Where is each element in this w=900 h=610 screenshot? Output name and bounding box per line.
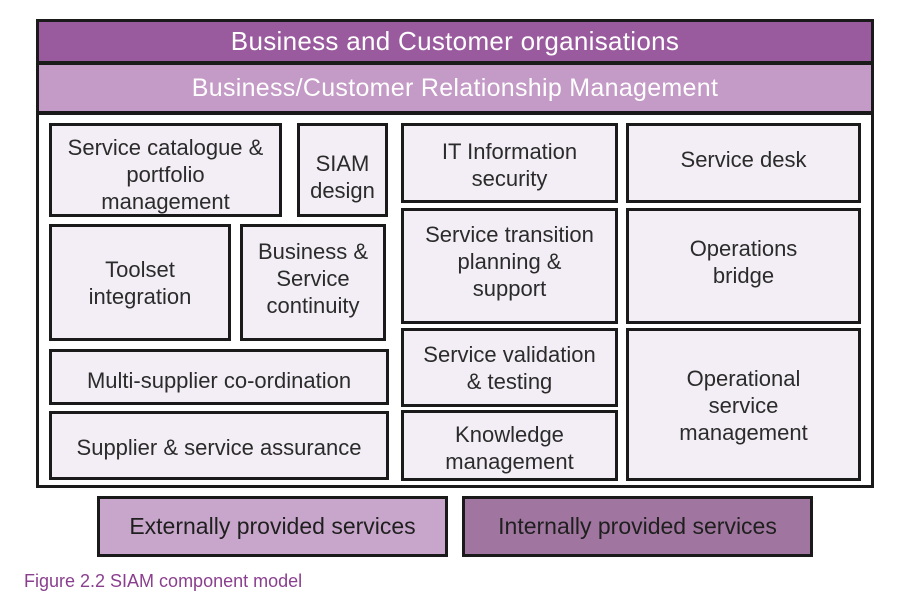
service-catalogue-label: Service catalogue & portfolio management bbox=[67, 135, 264, 214]
business-customer-organisations-label: Business and Customer organisations bbox=[230, 26, 680, 56]
service-validation-label: Service validation & testing bbox=[423, 342, 596, 394]
service-desk-label: Service desk bbox=[680, 147, 807, 172]
business-continuity-label: Business & Service continuity bbox=[257, 239, 369, 318]
it-information-security-label: IT Information security bbox=[441, 139, 578, 191]
operational-service-management-label: Operational service management bbox=[679, 366, 808, 445]
operations-bridge-box: Operations bridge bbox=[626, 208, 861, 324]
internally-provided-services-box: Internally provided services bbox=[462, 496, 813, 557]
externally-provided-services-box: Externally provided services bbox=[97, 496, 448, 557]
knowledge-management-box: Knowledge management bbox=[401, 410, 618, 481]
supplier-assurance-box: Supplier & service assurance bbox=[49, 411, 389, 480]
it-information-security-box: IT Information security bbox=[401, 123, 618, 203]
siam-design-label: SIAM design bbox=[310, 151, 375, 203]
externally-provided-services-label: Externally provided services bbox=[129, 513, 416, 539]
toolset-integration-box: Toolset integration bbox=[49, 224, 231, 341]
siam-design-box: SIAM design bbox=[297, 123, 388, 217]
service-desk-box: Service desk bbox=[626, 123, 861, 203]
service-transition-label: Service transition planning & support bbox=[425, 222, 594, 301]
service-catalogue-box: Service catalogue & portfolio management bbox=[49, 123, 282, 217]
service-transition-box: Service transition planning & support bbox=[401, 208, 618, 324]
supplier-assurance-label: Supplier & service assurance bbox=[76, 435, 362, 460]
knowledge-management-label: Knowledge management bbox=[445, 422, 574, 474]
multi-supplier-box: Multi-supplier co-ordination bbox=[49, 349, 389, 405]
internally-provided-services-label: Internally provided services bbox=[498, 513, 777, 539]
operations-bridge-label: Operations bridge bbox=[689, 236, 798, 288]
relationship-management-label: Business/Customer Relationship Managemen… bbox=[191, 73, 719, 102]
figure-caption: Figure 2.2 SIAM component model bbox=[24, 571, 303, 591]
multi-supplier-label: Multi-supplier co-ordination bbox=[86, 368, 352, 393]
relationship-management-band: Business/Customer Relationship Managemen… bbox=[36, 62, 874, 114]
business-customer-organisations-band: Business and Customer organisations bbox=[36, 19, 874, 64]
business-continuity-box: Business & Service continuity bbox=[240, 224, 386, 341]
toolset-integration-label: Toolset integration bbox=[88, 257, 192, 309]
operational-service-management-box: Operational service management bbox=[626, 328, 861, 481]
service-validation-box: Service validation & testing bbox=[401, 328, 618, 407]
